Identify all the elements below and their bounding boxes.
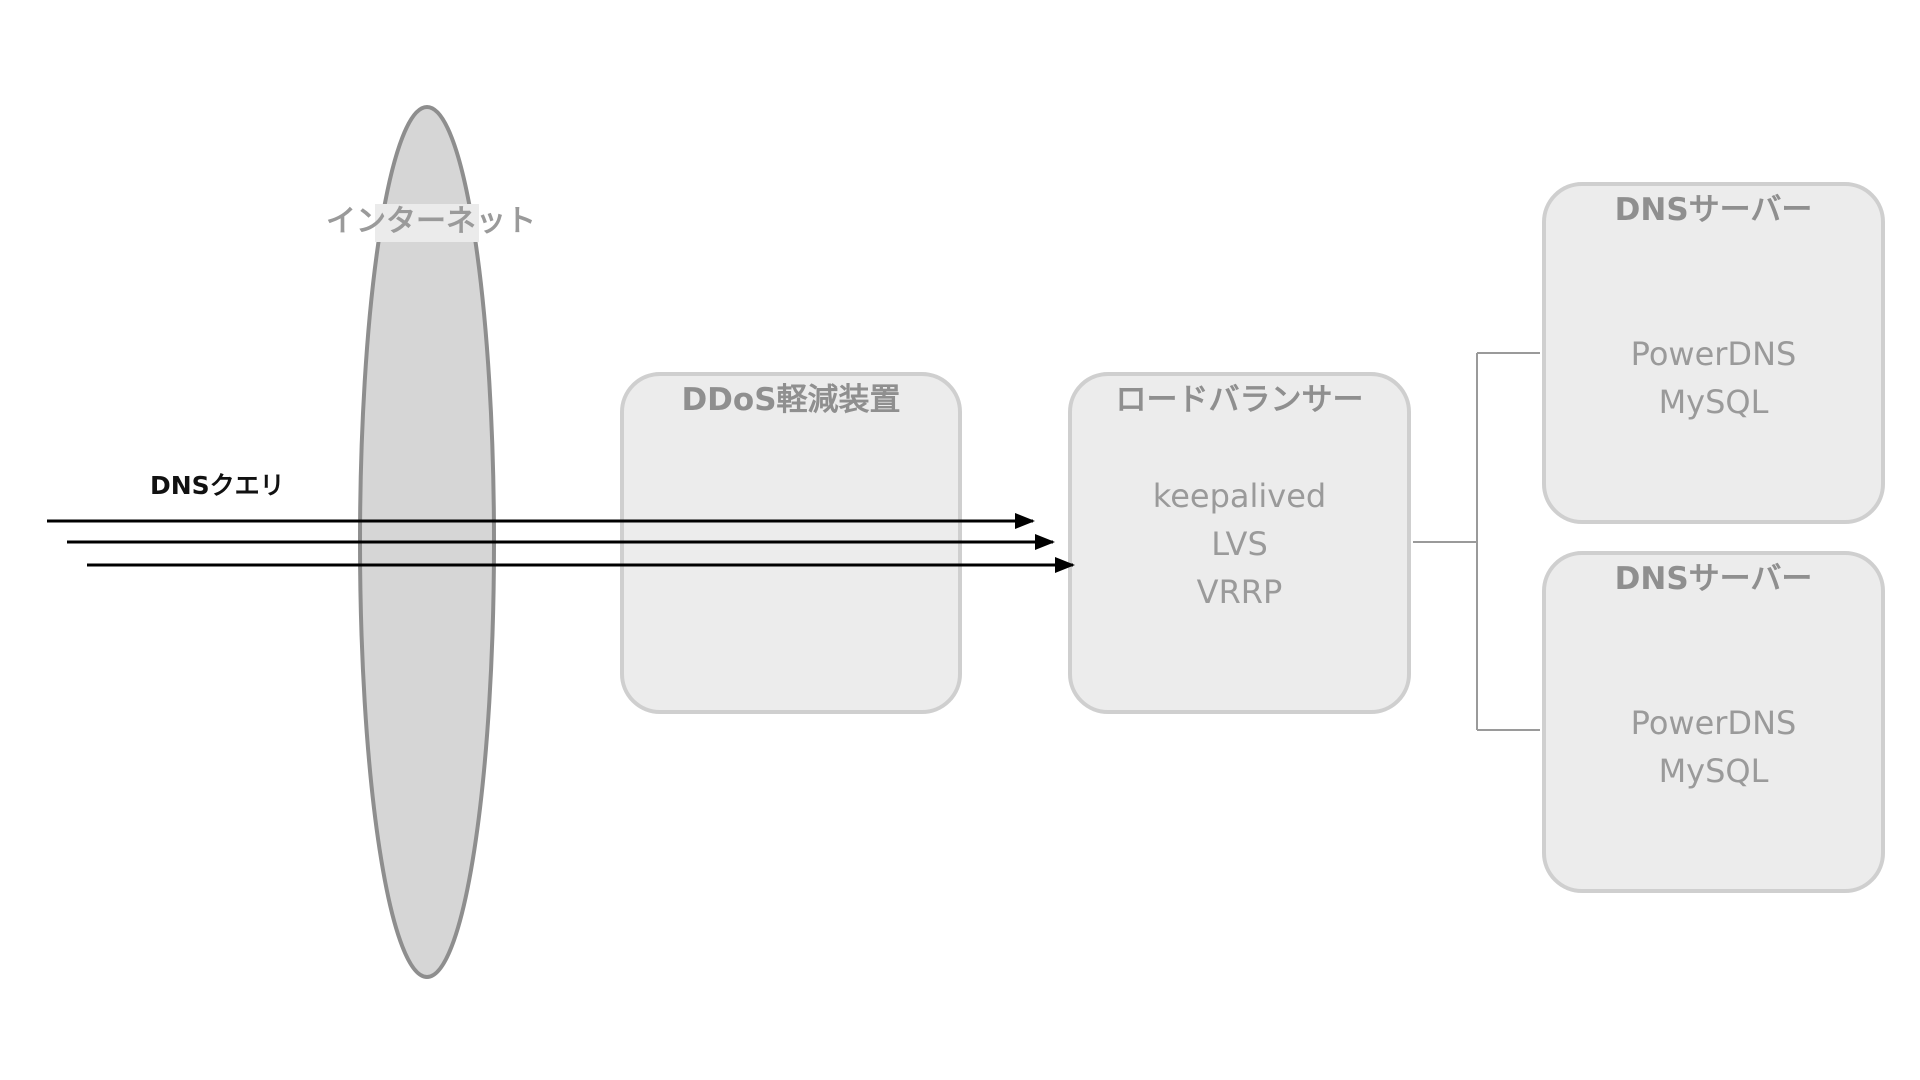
internet-label-backdrop <box>375 204 479 242</box>
dns-server-item: MySQL <box>1658 752 1769 790</box>
dns-server-box: DNSサーバー PowerDNS MySQL <box>1542 551 1885 893</box>
dns-server-title: DNSサーバー <box>1614 192 1813 228</box>
load-balancer-items: keepalived LVS VRRP <box>1072 472 1407 616</box>
server-connector <box>1413 352 1540 731</box>
load-balancer-item: keepalived <box>1152 477 1327 515</box>
dns-server-item: PowerDNS <box>1630 704 1797 742</box>
load-balancer-box: ロードバランサー keepalived LVS VRRP <box>1068 372 1411 714</box>
load-balancer-item: LVS <box>1211 525 1268 563</box>
load-balancer-title: ロードバランサー <box>1115 382 1364 418</box>
dns-server-items: PowerDNS MySQL <box>1546 330 1881 426</box>
dns-server-items: PowerDNS MySQL <box>1546 699 1881 795</box>
dns-server-box: DNSサーバー PowerDNS MySQL <box>1542 182 1885 524</box>
dns-server-item: PowerDNS <box>1630 335 1797 373</box>
dns-server-title: DNSサーバー <box>1614 561 1813 597</box>
internet-label: インターネット <box>326 204 536 239</box>
load-balancer-item: VRRP <box>1196 573 1283 611</box>
dns-server-item: MySQL <box>1658 383 1769 421</box>
dns-query-label: DNSクエリ <box>150 471 285 500</box>
ddos-title: DDoS軽減装置 <box>681 382 901 418</box>
